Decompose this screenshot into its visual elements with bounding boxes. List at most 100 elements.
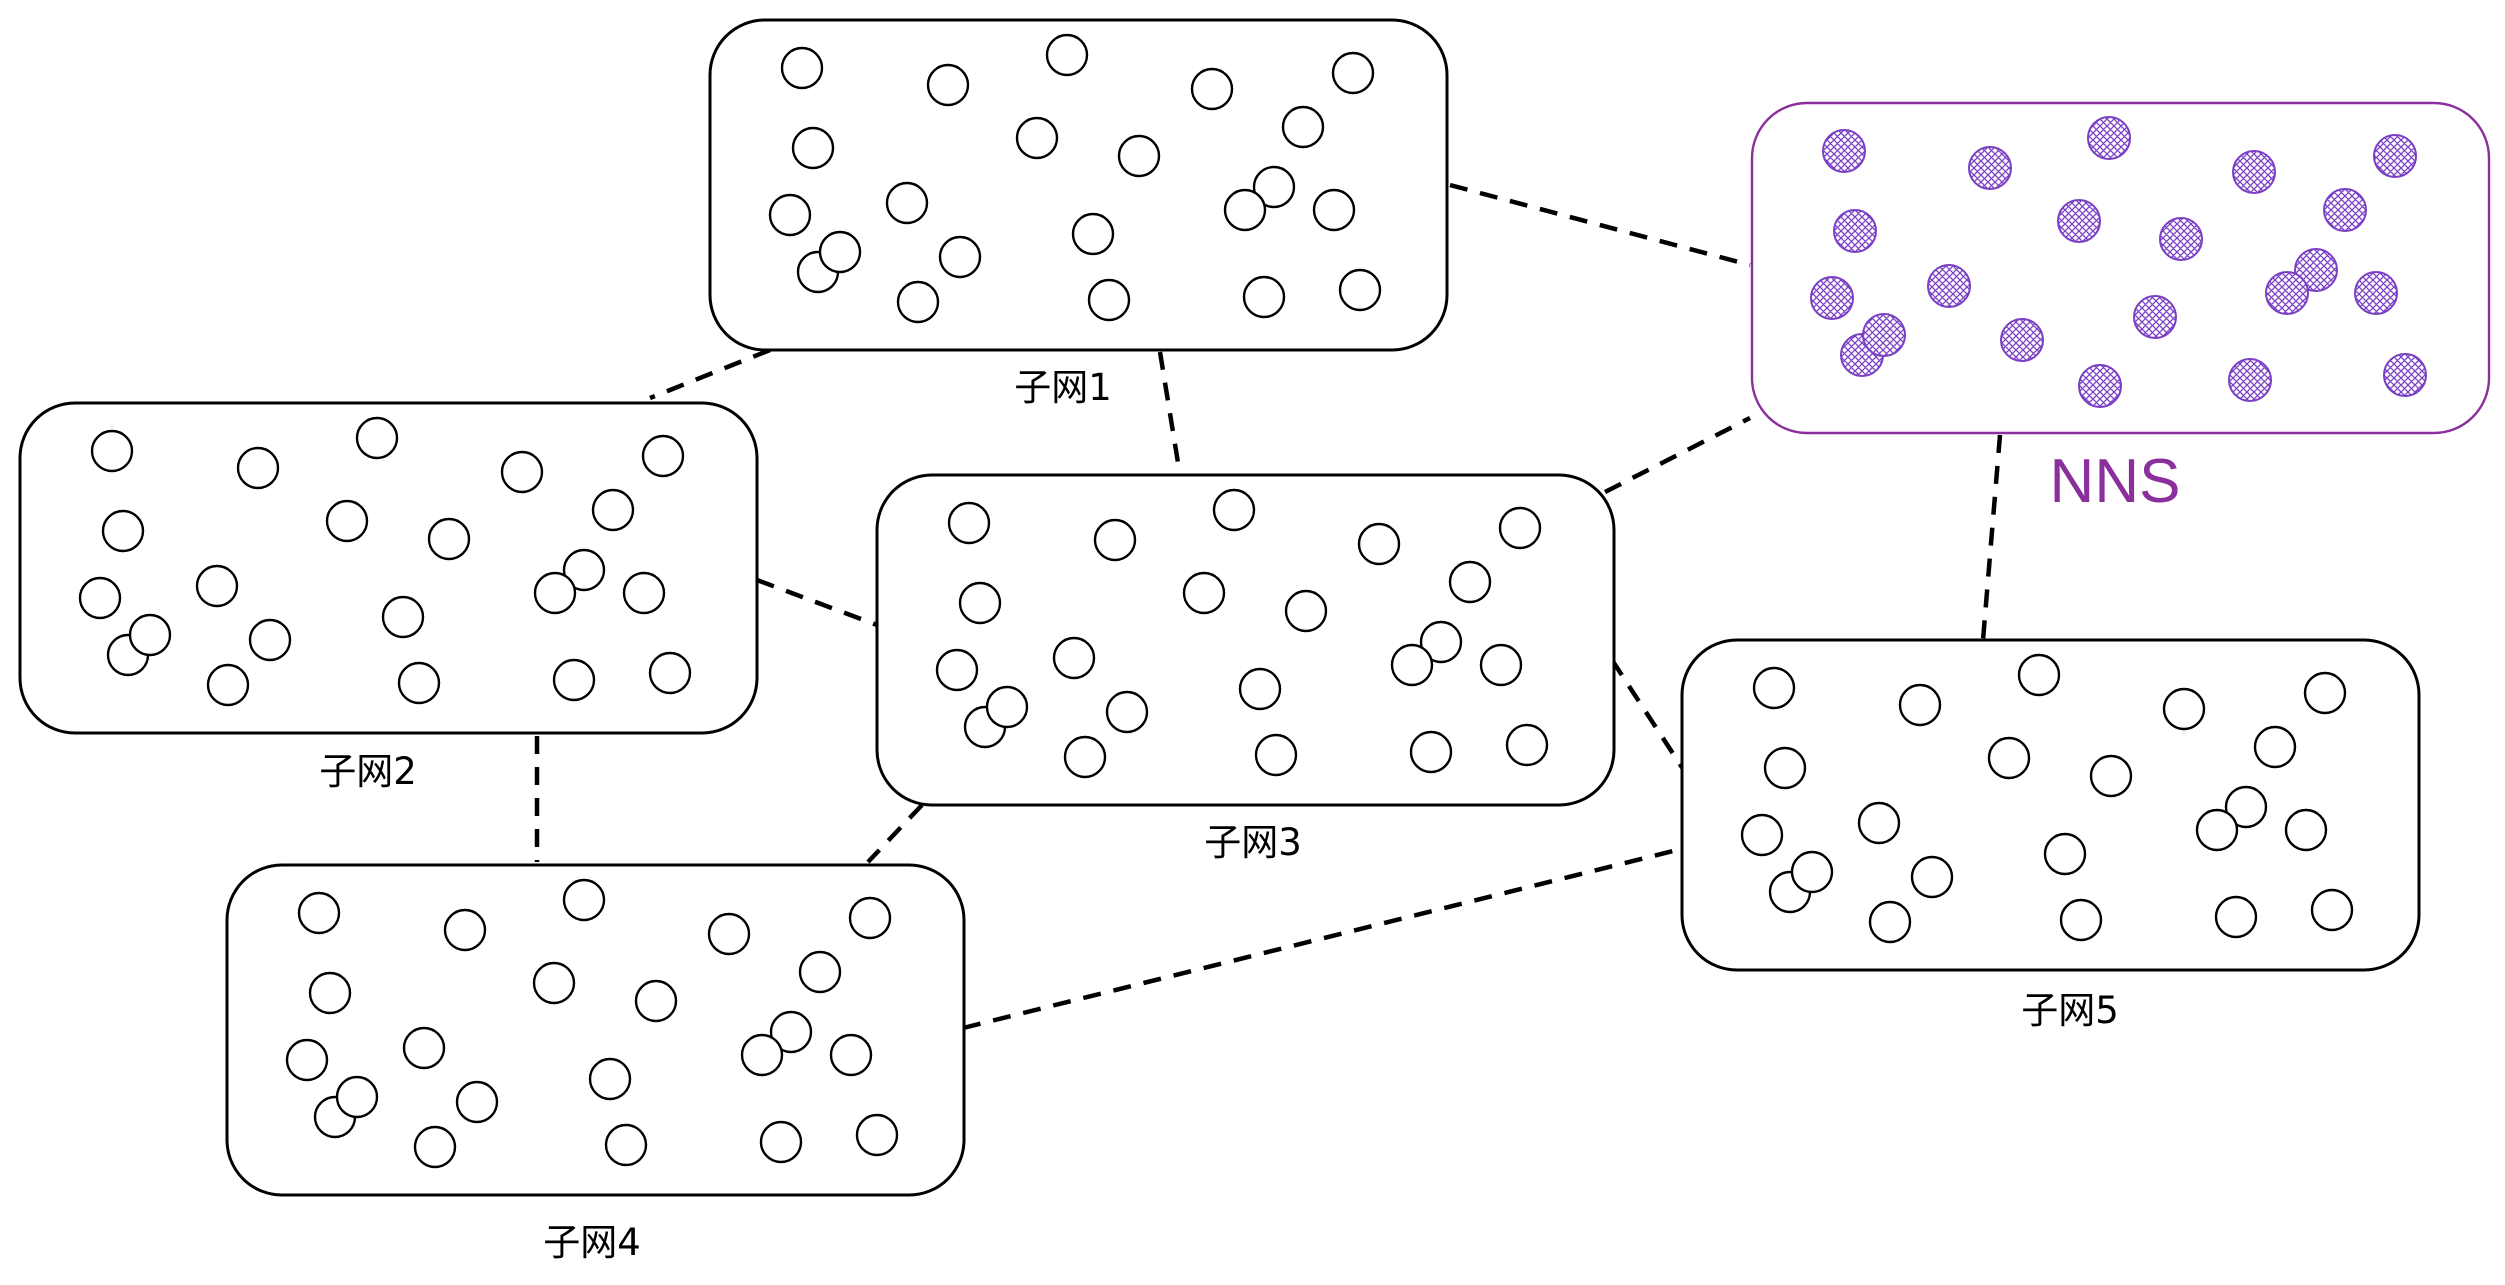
nns-node-1 (1822, 129, 1866, 173)
subnet-4-nodes-12 (402, 1026, 446, 1070)
subnet-3-nodes-16 (1479, 643, 1523, 687)
subnet-1-nodes-10 (1252, 165, 1296, 209)
subnet-5-nodes-2 (1898, 683, 1942, 727)
subnet-2-nodes-7 (325, 499, 369, 543)
subnet-3-nodes-20 (1409, 730, 1453, 774)
subnet-2-nodes-15 (533, 571, 577, 615)
nns-node-10 (2294, 248, 2338, 292)
subnet-4-nodes-2 (443, 908, 487, 952)
subnet-4-nodes-10 (769, 1010, 813, 1054)
nns-node-14 (2133, 295, 2177, 339)
subnet-1-nodes-5 (1331, 51, 1375, 95)
subnet-5-nodes-6 (1763, 746, 1807, 790)
subnet-1-nodes-14 (1071, 212, 1115, 256)
subnet-1-nodes-18 (1087, 278, 1131, 322)
subnet-2-nodes-3 (355, 416, 399, 460)
link-subnet1-subnet3 (1157, 351, 1183, 476)
subnet-5: 子网5 (1680, 638, 2421, 1032)
subnet-2-nodes-18 (397, 661, 441, 705)
subnet-2-nodes-5 (641, 434, 685, 478)
nns-node-13 (2000, 318, 2044, 362)
nns-node-6 (1833, 209, 1877, 253)
subnet-4-nodes (285, 878, 899, 1169)
subnet-2-nodes-12 (195, 564, 239, 608)
subnet-1-nodes-3 (1045, 33, 1089, 77)
subnet-5-nodes-22 (1790, 850, 1834, 894)
subnet-5-nodes-19 (1868, 900, 1912, 944)
nns-label: NNS (2050, 447, 2181, 516)
subnet-5-nodes-21 (2310, 888, 2354, 932)
subnet-5-nodes-3 (2017, 653, 2061, 697)
subnet-3-label: 子网3 (1204, 821, 1302, 864)
subnet-2-nodes-8 (427, 517, 471, 561)
subnet-3-nodes-14 (1238, 667, 1282, 711)
subnet-2-nodes-2 (236, 446, 280, 490)
subnet-1-nodes (768, 33, 1382, 324)
subnet-5-nodes-11 (1740, 813, 1784, 857)
links-layer (534, 182, 2003, 1031)
subnet-5-nodes-12 (1857, 801, 1901, 845)
subnet-3-nodes-19 (1063, 735, 1107, 779)
subnet-3-nodes-7 (1182, 571, 1226, 615)
subnet-3-nodes-10 (1419, 620, 1463, 664)
subnet-4-nodes-5 (848, 896, 892, 940)
nns-node-18 (2078, 364, 2122, 408)
subnet-3-nodes-22 (985, 685, 1029, 729)
link-subnet3-subnet5 (1610, 658, 1687, 774)
subnet-2-nodes-4 (500, 450, 544, 494)
link-subnet4-subnet5 (962, 845, 1686, 1031)
subnet-3-nodes-21 (1505, 723, 1549, 767)
nns-node-3 (2087, 116, 2131, 160)
subnet-5-nodes-20 (2214, 895, 2258, 939)
subnet-3: 子网3 (875, 473, 1616, 864)
subnet-4-nodes-7 (532, 961, 576, 1005)
subnet-2-nodes-21 (648, 651, 692, 695)
subnet-3-nodes-12 (1052, 636, 1096, 680)
subnet-5-nodes-1 (1752, 666, 1796, 710)
subnet-5-nodes-14 (2043, 832, 2087, 876)
subnet-3-nodes-11 (935, 648, 979, 692)
link-subnet1-subnet2 (649, 347, 771, 401)
subnet-5-nodes-15 (2195, 808, 2239, 852)
nns-node-11 (1810, 276, 1854, 320)
subnet-2-nodes-10 (562, 548, 606, 592)
subnet-1-nodes-20 (1242, 275, 1286, 319)
subnet-2-label: 子网2 (319, 750, 417, 793)
subnet-5-nodes-18 (2059, 898, 2103, 942)
subnet-5-box (1680, 638, 2421, 972)
nns-subnet: NNS (1750, 101, 2491, 516)
subnet-1-nodes-15 (1223, 188, 1267, 232)
subnet-1-nodes-7 (1015, 116, 1059, 160)
subnet-1-nodes-2 (926, 63, 970, 107)
link-subnet1-nns (1449, 182, 1751, 268)
subnet-4-nodes-21 (855, 1113, 899, 1157)
nns-node-8 (2159, 217, 2203, 261)
subnet-5-label: 子网5 (2021, 989, 2119, 1032)
subnet-2-nodes-11 (78, 576, 122, 620)
subnet-4-box (225, 863, 966, 1197)
subnet-2-nodes-1 (90, 429, 134, 473)
subnet-4-nodes-4 (707, 912, 751, 956)
nns-box (1750, 101, 2491, 435)
subnet-1-label: 子网1 (1014, 366, 1112, 409)
subnet-4-nodes-8 (634, 979, 678, 1023)
subnet-3-nodes-5 (1498, 506, 1542, 550)
subnet-1-nodes-8 (1117, 134, 1161, 178)
link-nns-subnet5 (1980, 434, 2003, 641)
nns-node-20 (2383, 353, 2427, 397)
link-subnet2-subnet3 (756, 577, 878, 628)
subnet-1-nodes-19 (896, 280, 940, 324)
nns-node-2 (1968, 146, 2012, 190)
subnet-4-nodes-16 (829, 1033, 873, 1077)
nns-node-21 (1862, 313, 1906, 357)
subnet-3-nodes-8 (1284, 589, 1328, 633)
subnet-5-nodes-9 (2253, 725, 2297, 769)
subnet-3-nodes-15 (1390, 643, 1434, 687)
subnet-1-nodes-12 (885, 181, 929, 225)
subnet-2-nodes-22 (128, 613, 172, 657)
subnet-5-nodes-16 (2284, 808, 2328, 852)
subnet-2-nodes-16 (622, 571, 666, 615)
nns-node-12 (1927, 264, 1971, 308)
subnet-4-nodes-3 (562, 878, 606, 922)
subnet-4-nodes-14 (588, 1057, 632, 1101)
